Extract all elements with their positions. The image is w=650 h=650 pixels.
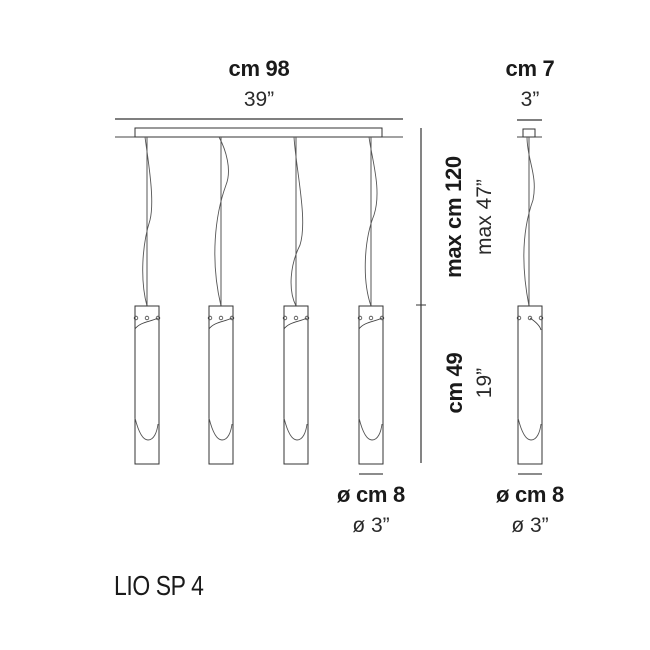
shade-height-imperial: 19”: [473, 367, 496, 399]
max-height-metric: max cm 120: [441, 156, 466, 278]
pendant-2: [207, 136, 235, 465]
side-diameter-imperial: ø 3”: [511, 514, 549, 537]
front-diameter-metric: ø cm 8: [337, 482, 405, 507]
front-width-metric: cm 98: [228, 56, 290, 81]
canopy-bar: [134, 127, 383, 138]
pendant-3: [282, 136, 310, 465]
front-width-imperial: 39”: [243, 88, 275, 111]
front-diameter-imperial: ø 3”: [352, 514, 390, 537]
side-width-imperial: 3”: [520, 88, 540, 111]
side-canopy: [522, 128, 536, 138]
shade-height-metric: cm 49: [442, 352, 467, 414]
side-diameter-metric: ø cm 8: [496, 482, 564, 507]
side-pendant: [516, 136, 544, 465]
max-height-imperial: max 47”: [473, 179, 496, 255]
pendant-4: [357, 136, 385, 465]
side-width-metric: cm 7: [505, 56, 555, 81]
model-name: LIO SP 4: [114, 570, 204, 601]
pendant-1: [133, 136, 161, 465]
